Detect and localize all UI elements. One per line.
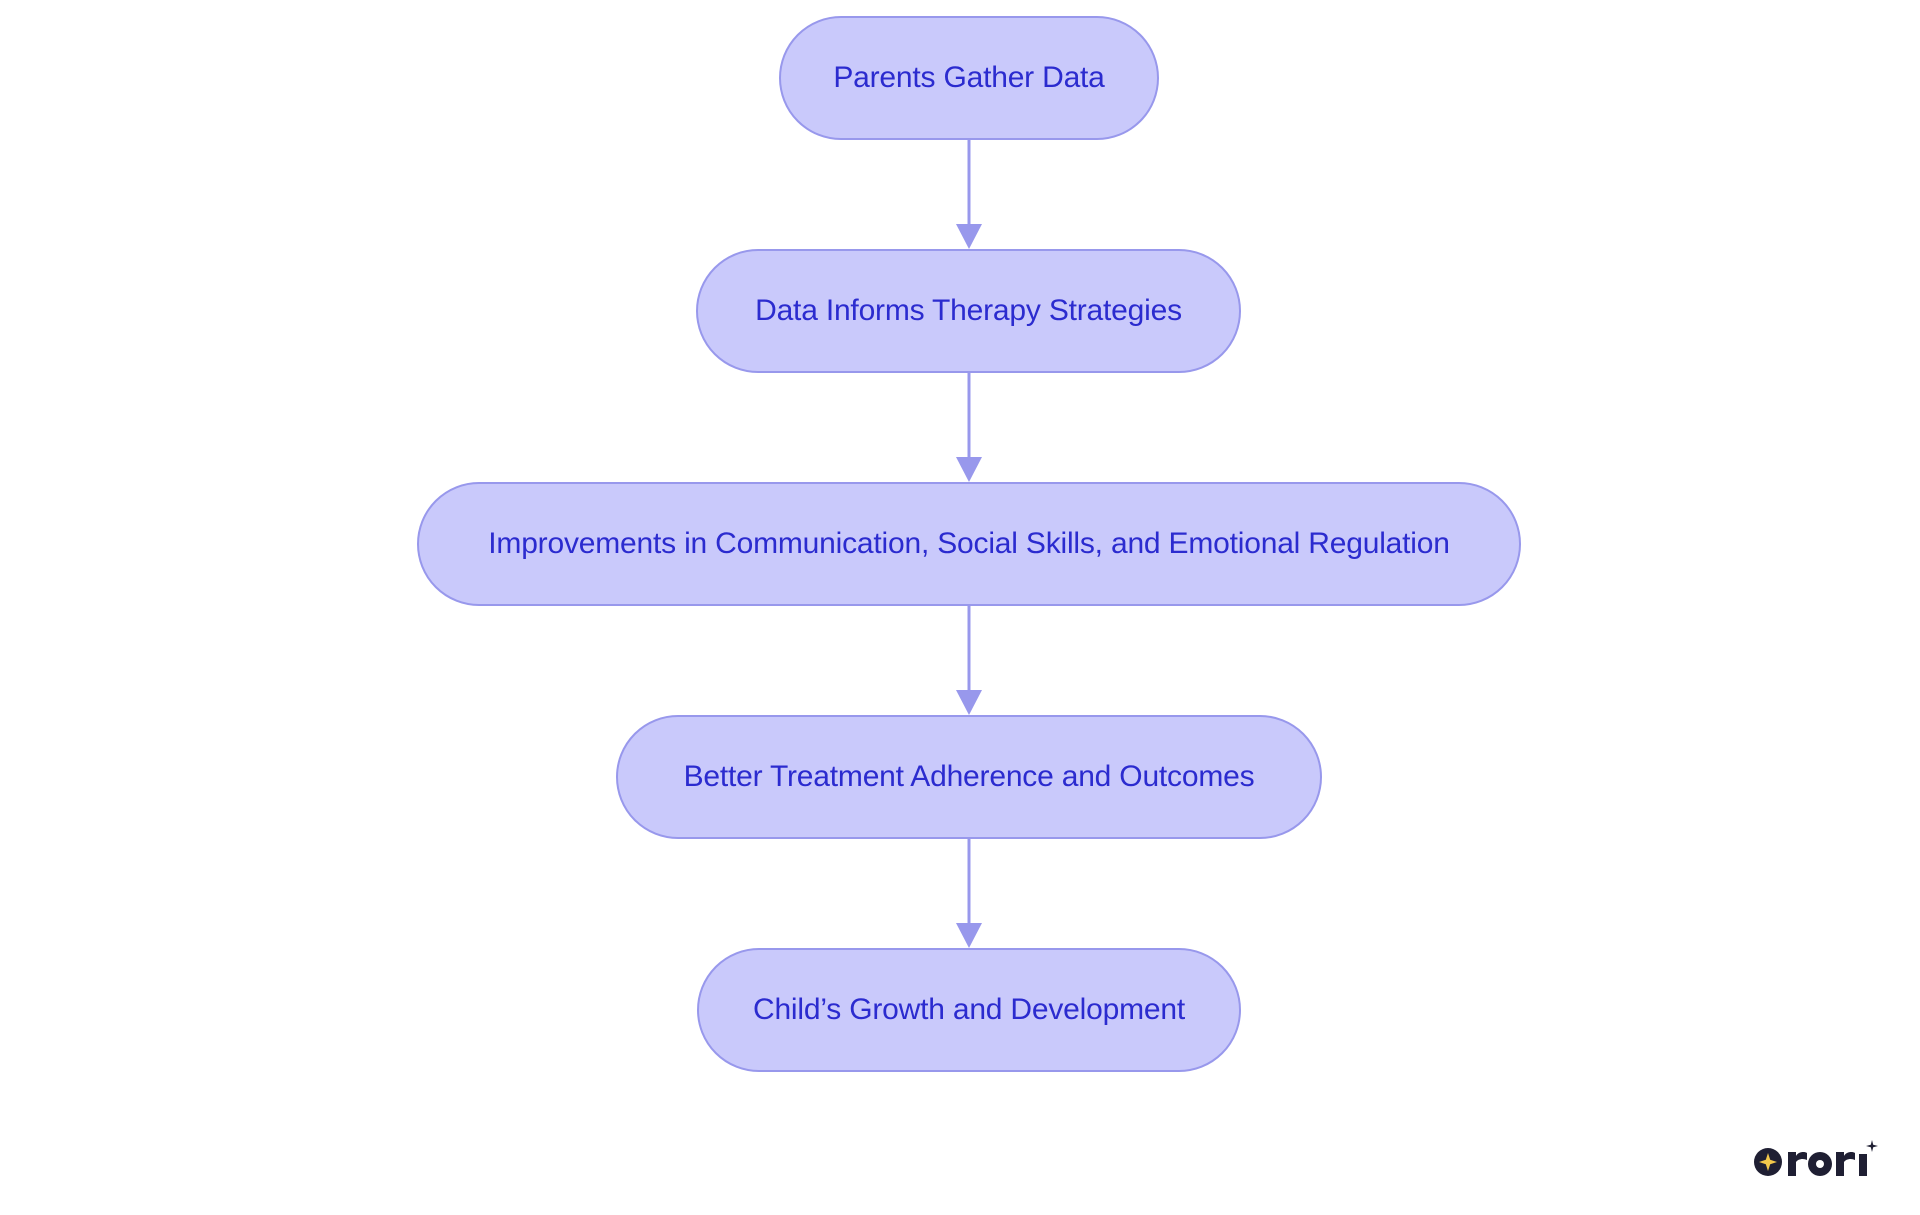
- edge-1: [956, 140, 982, 249]
- node-data-informs-therapy: Data Informs Therapy Strategies: [696, 249, 1241, 373]
- sparkle-icon: [1754, 1148, 1782, 1176]
- node-label: Data Informs Therapy Strategies: [755, 294, 1182, 327]
- node-label: Parents Gather Data: [833, 61, 1105, 94]
- node-label: Better Treatment Adherence and Outcomes: [683, 760, 1255, 793]
- rori-logo: [1754, 1140, 1878, 1176]
- node-label: Child’s Growth and Development: [752, 993, 1185, 1026]
- node-label: Improvements in Communication, Social Sk…: [488, 527, 1450, 560]
- node-improvements: Improvements in Communication, Social Sk…: [417, 482, 1521, 606]
- node-better-treatment: Better Treatment Adherence and Outcomes: [616, 715, 1322, 839]
- edge-3: [956, 606, 982, 715]
- logo-wordmark: [1788, 1140, 1878, 1176]
- node-child-growth: Child’s Growth and Development: [697, 948, 1241, 1072]
- edge-4: [956, 839, 982, 948]
- edge-2: [956, 373, 982, 482]
- node-parents-gather-data: Parents Gather Data: [779, 16, 1159, 140]
